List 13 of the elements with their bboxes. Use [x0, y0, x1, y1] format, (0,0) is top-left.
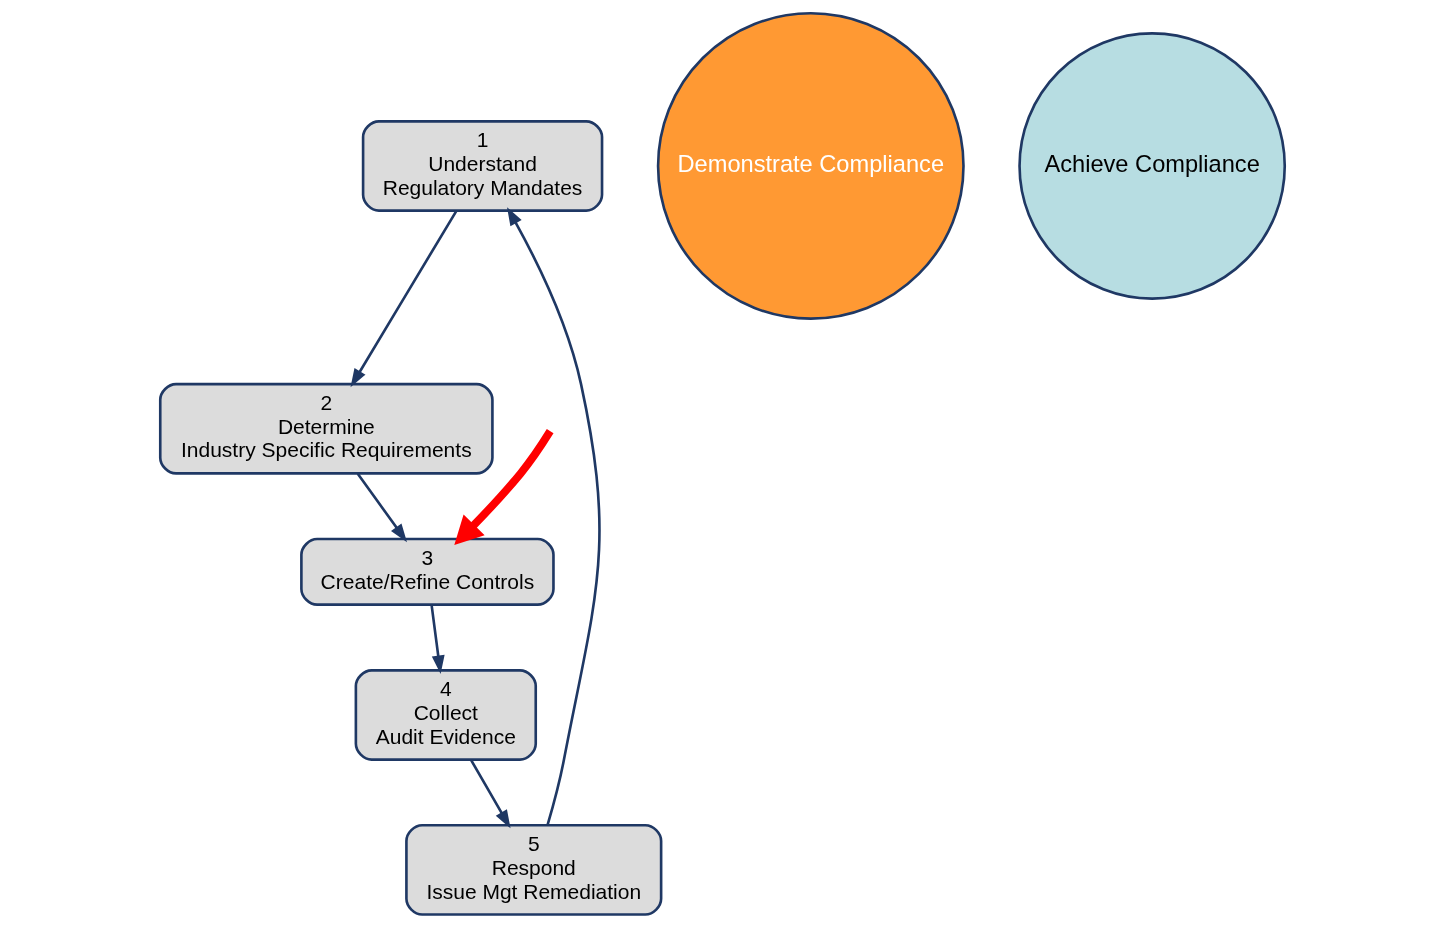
arrow — [454, 429, 554, 545]
arrow — [469, 759, 511, 829]
arrow — [350, 210, 458, 388]
arrow — [430, 604, 445, 674]
node-box: 5 Respond Issue Mgt Remediation — [405, 823, 663, 916]
node-circle: Demonstrate Compliance — [656, 11, 965, 320]
arrow — [356, 473, 407, 543]
node-box: 4 Collect Audit Evidence — [354, 669, 538, 761]
arrow — [507, 207, 601, 826]
node-circle: Achieve Compliance — [1018, 32, 1287, 300]
node-box: 1 Understand Regulatory Mandates — [361, 120, 604, 212]
node-box: 2 Determine Industry Specific Requirements — [158, 382, 494, 475]
node-box: 3 Create/Refine Controls — [300, 537, 555, 606]
